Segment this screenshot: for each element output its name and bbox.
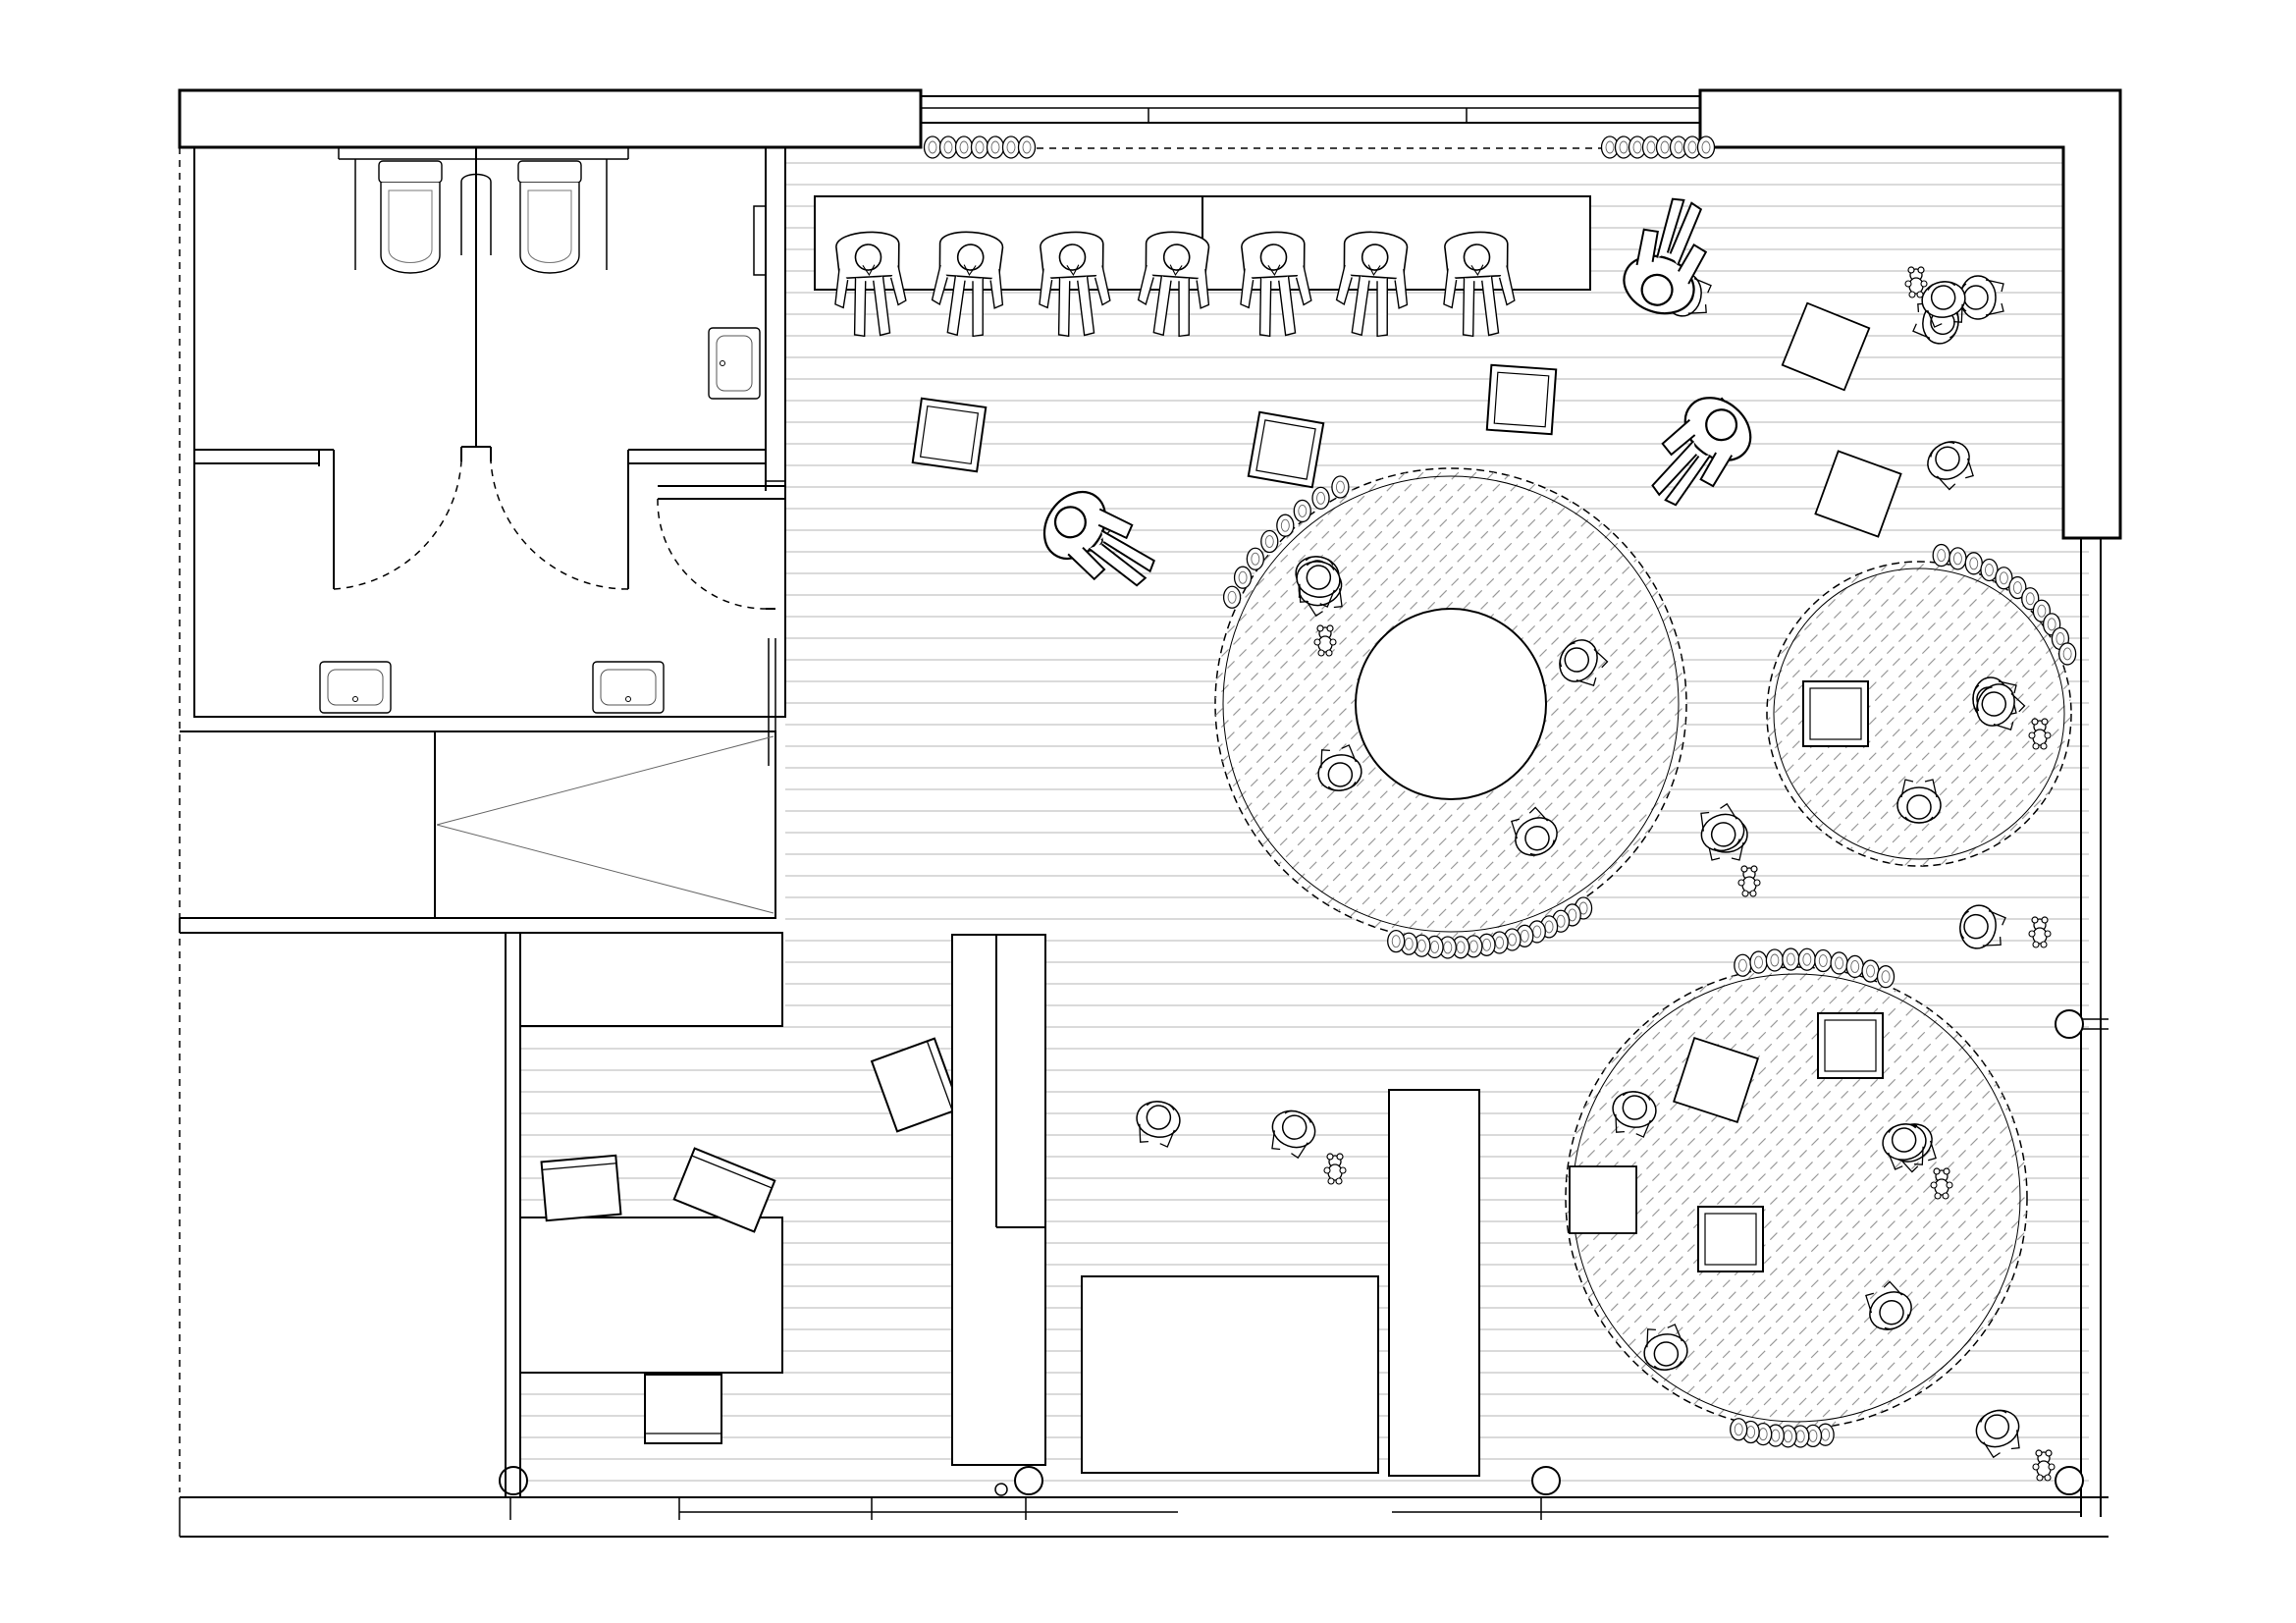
storage-block (179, 730, 783, 1497)
pebble-cushion (1696, 135, 1716, 159)
pebble-cushion (1797, 947, 1816, 971)
toilet-icon (517, 160, 582, 274)
pebble-cushion (923, 135, 942, 159)
pebble-cushion (986, 135, 1005, 159)
pebble-cushion (1001, 135, 1021, 159)
column-icon (499, 1466, 528, 1495)
pebble-cushion (1830, 951, 1848, 975)
pebble-cushion (1734, 953, 1752, 977)
pebble-cushion (1964, 552, 1983, 575)
pebble-cushion (1246, 547, 1264, 570)
person-topview-icon (1615, 189, 1724, 324)
sink-icon (708, 327, 761, 400)
stool-icon (911, 397, 988, 473)
stool-icon (1814, 450, 1902, 538)
stool-icon (1247, 410, 1325, 489)
pebble-cushions (923, 135, 2077, 1448)
pebble-cushion (1730, 1418, 1748, 1441)
person-topview-icon (1132, 1097, 1184, 1150)
child-with-teddy-icon (1970, 1403, 2028, 1461)
reading-table (519, 1217, 783, 1374)
pebble-cushion (1387, 929, 1406, 953)
pebble-cushion (1782, 947, 1800, 971)
chair (672, 1147, 776, 1233)
stool-icon (1781, 301, 1871, 392)
stool-icon (1802, 680, 1869, 747)
column-icon (1531, 1466, 1561, 1495)
column-icon (2055, 1009, 2084, 1039)
pebble-cushion (1861, 959, 1880, 983)
pebble-cushion (1932, 543, 1950, 568)
pebble-cushion (1293, 499, 1311, 523)
pebble-cushion (1311, 486, 1330, 510)
stool-icon (1817, 1012, 1884, 1079)
stool-icon (1569, 1165, 1637, 1234)
reading-area (519, 1037, 962, 1444)
sink-icon (592, 661, 665, 714)
chair (870, 1037, 962, 1133)
pebble-cushion (2008, 575, 2027, 600)
chair (540, 1154, 622, 1222)
pebble-cushion (1845, 954, 1864, 979)
teddy-bear-icon (2032, 1449, 2056, 1482)
pebble-cushion (1260, 529, 1279, 554)
pebble-cushion (1749, 950, 1768, 974)
teddy-bear-icon (1323, 1153, 1347, 1185)
person-topview-icon (1920, 433, 1981, 495)
washroom-block (193, 147, 786, 903)
pebble-cushion (1949, 547, 1967, 570)
teddy-bear-icon (1737, 865, 1761, 897)
pebble-cushion (1876, 965, 1896, 989)
pebble-cushion (1765, 948, 1785, 972)
center-round-table (1355, 608, 1547, 800)
pebble-cushion (1995, 567, 2013, 590)
toilet-icon (378, 160, 443, 274)
teddy-bear-icon (2028, 916, 2052, 948)
pebble-cushion (970, 135, 989, 159)
pebble-cushion (2021, 587, 2040, 611)
pebble-cushion (1233, 566, 1253, 589)
stool-icon (1485, 363, 1558, 436)
pebble-cushion (1276, 514, 1295, 537)
stool-icon (1697, 1206, 1764, 1272)
north-wall-left (178, 88, 923, 149)
person-topview-icon (1632, 384, 1765, 521)
child-with-teddy-icon (1692, 800, 1750, 858)
pebble-cushion (954, 135, 974, 159)
pebble-cushion (938, 135, 958, 159)
child-with-teddy-icon (1955, 901, 2008, 953)
display-table (1081, 1275, 1379, 1474)
pebble-cushion (1331, 475, 1350, 499)
pebble-cushion (2057, 642, 2077, 666)
column-icon (2055, 1466, 2084, 1495)
pebble-cushion (1017, 135, 1037, 159)
bookshelf (951, 934, 1046, 1466)
column-icon (1014, 1466, 1043, 1495)
low-shelf (1388, 1089, 1480, 1477)
person-topview-icon (1959, 275, 2004, 320)
pebble-cushion (1814, 948, 1833, 973)
chair (644, 1374, 722, 1444)
shelving (951, 934, 1480, 1477)
sink-icon (319, 661, 392, 714)
pebble-cushion (1222, 585, 1242, 609)
